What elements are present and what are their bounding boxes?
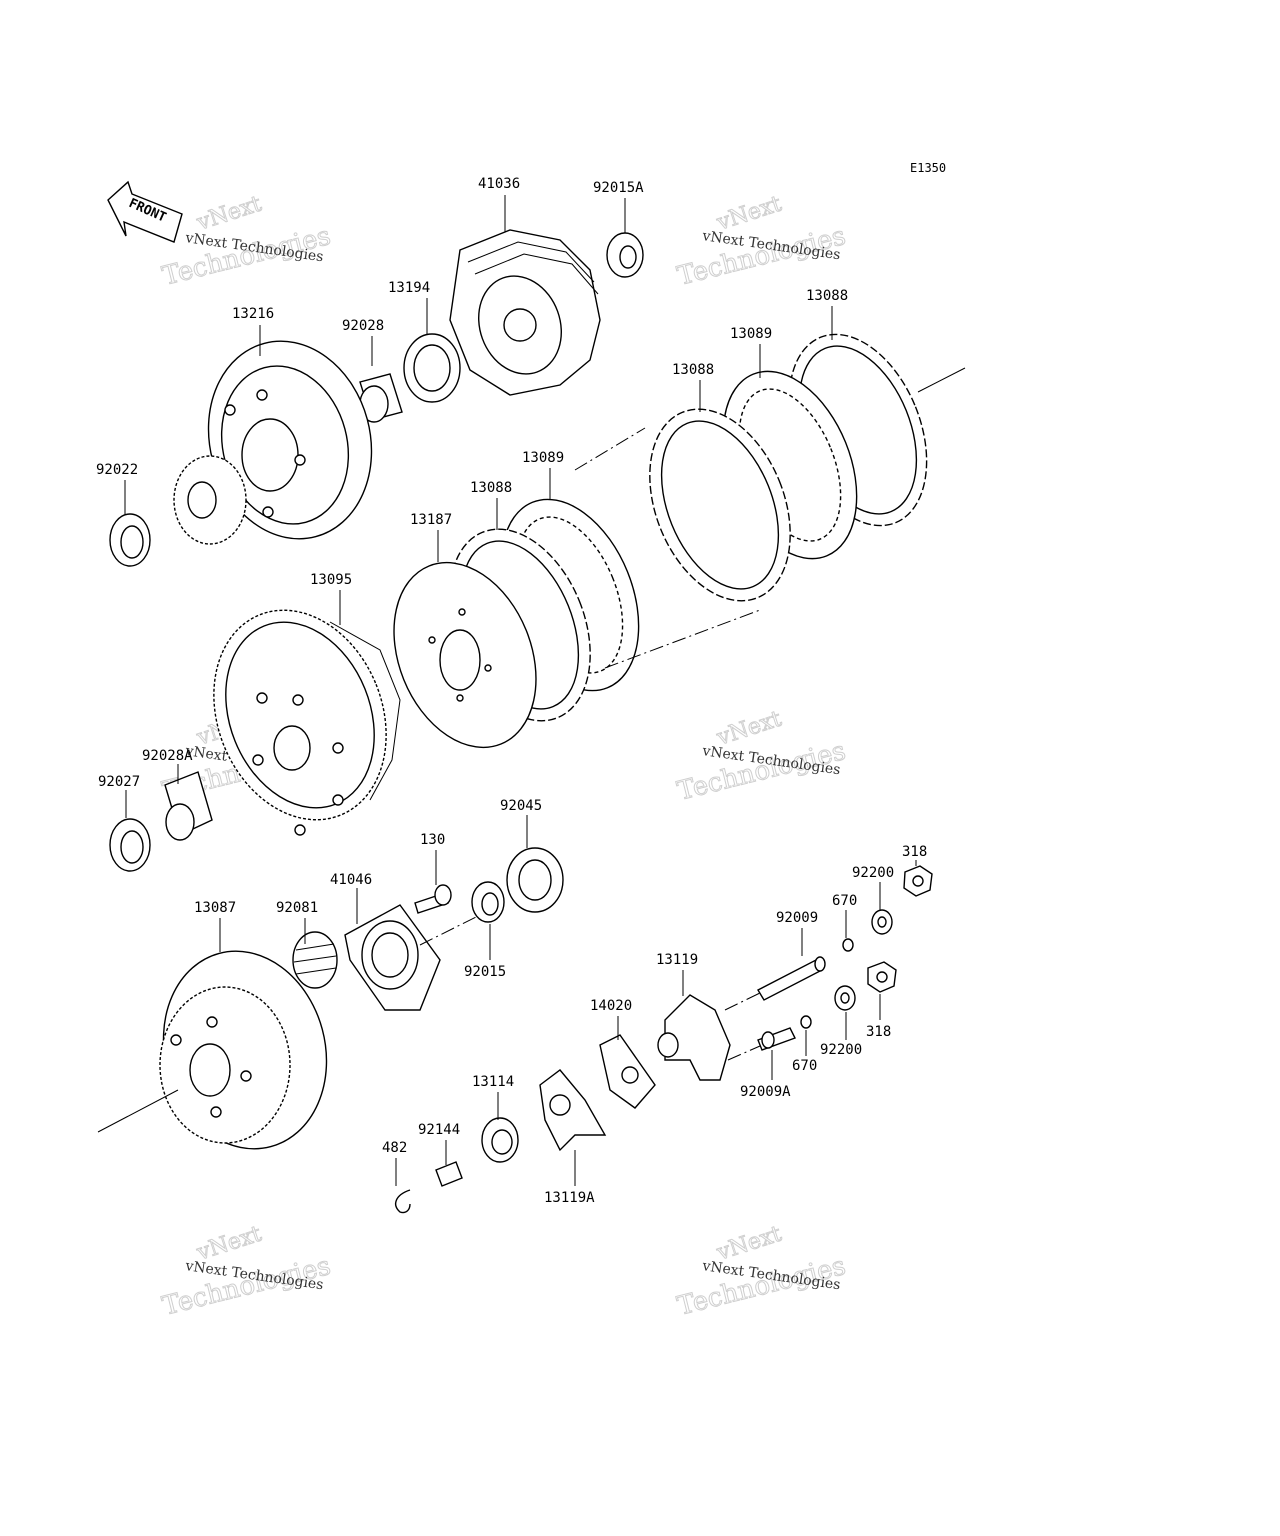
label-41046: 41046 — [330, 872, 372, 888]
part-13087-clutch-hub — [159, 950, 328, 1150]
label-92009: 92009 — [776, 910, 818, 926]
label-13194: 13194 — [388, 280, 430, 296]
label-13187: 13187 — [410, 512, 452, 528]
svg-text:vNext: vNext — [193, 192, 265, 237]
label-13088-low: 13088 — [470, 480, 512, 496]
part-13119-lever — [657, 994, 731, 1081]
label-13087: 13087 — [194, 900, 236, 916]
part-670-oring-low — [800, 1015, 812, 1029]
label-92022: 92022 — [96, 462, 138, 478]
label-92027: 92027 — [98, 774, 140, 790]
svg-text:vNext: vNext — [713, 192, 785, 237]
part-92022-washer — [109, 513, 151, 567]
part-92015A-nut — [606, 232, 644, 278]
part-318-nut-low — [867, 961, 897, 993]
label-13216: 13216 — [232, 306, 274, 322]
label-92144: 92144 — [418, 1122, 460, 1138]
label-92028A: 92028A — [142, 748, 193, 764]
part-92081-spring — [292, 931, 338, 989]
part-482-circlip — [394, 1189, 411, 1214]
label-13089-top: 13089 — [730, 326, 772, 342]
label-13114: 13114 — [472, 1074, 514, 1090]
label-13119: 13119 — [656, 952, 698, 968]
watermark-top-left: vNext Technologies vNext Technologies — [159, 191, 334, 292]
watermark-bottom-right: vNext Technologies vNext Technologies — [674, 1221, 849, 1322]
part-92009-stud — [757, 956, 826, 1001]
part-92028-bushing — [359, 373, 403, 423]
front-arrow-icon: FRONT — [107, 180, 183, 243]
label-92009A: 92009A — [740, 1084, 791, 1100]
label-92028: 92028 — [342, 318, 384, 334]
svg-text:vNext: vNext — [193, 1222, 265, 1267]
diagram-code: E1350 — [910, 161, 946, 175]
label-130: 130 — [420, 832, 445, 848]
watermark-mid-right: vNext Technologies vNext Technologies — [674, 706, 849, 807]
part-14020-plate — [599, 1034, 656, 1109]
leader-lines — [97, 195, 966, 1186]
part-92045-bearing — [506, 847, 564, 913]
part-13095-clutch-housing — [213, 609, 401, 836]
label-13088-mid: 13088 — [672, 362, 714, 378]
label-92015: 92015 — [464, 964, 506, 980]
label-13095: 13095 — [310, 572, 352, 588]
part-13194-oneway-clutch — [403, 333, 461, 403]
part-92015-nut — [471, 881, 505, 923]
label-13089-mid: 13089 — [522, 450, 564, 466]
part-318-nut-top — [903, 865, 933, 897]
part-92144-spring — [435, 1161, 463, 1187]
part-670-oring-top — [842, 938, 854, 952]
label-13119A: 13119A — [544, 1190, 595, 1206]
label-670-top: 670 — [832, 893, 857, 909]
part-13114-bushing — [481, 1117, 519, 1163]
part-13216-clutch-drum — [173, 340, 373, 545]
part-92200-washer-low — [834, 985, 856, 1011]
svg-text:vNext: vNext — [713, 707, 785, 752]
part-13088-friction-mid — [649, 408, 791, 602]
part-41046-lifter — [344, 904, 441, 1011]
part-92200-washer-top — [871, 909, 893, 935]
label-670-low: 670 — [792, 1058, 817, 1074]
label-13088-top: 13088 — [806, 288, 848, 304]
label-41036: 41036 — [478, 176, 520, 192]
label-92015A: 92015A — [593, 180, 644, 196]
part-41036-shoe-assembly — [449, 229, 601, 396]
label-92045: 92045 — [500, 798, 542, 814]
part-130-bolt — [414, 884, 452, 914]
part-92009A-stud — [757, 1027, 796, 1051]
part-92027-washer — [109, 818, 151, 872]
label-92200-top: 92200 — [852, 865, 894, 881]
label-318-low: 318 — [866, 1024, 891, 1040]
watermark-bottom-left: vNext Technologies vNext Technologies — [159, 1221, 334, 1322]
label-14020: 14020 — [590, 998, 632, 1014]
part-labels: 41036 92015A 13194 92028 13216 13088 130… — [96, 176, 927, 1206]
watermark-top-right: vNext Technologies vNext Technologies — [674, 191, 849, 292]
part-13187-pressure-plate — [393, 561, 537, 749]
part-13119A-lever — [539, 1069, 607, 1152]
label-92081: 92081 — [276, 900, 318, 916]
label-92200-low: 92200 — [820, 1042, 862, 1058]
label-482: 482 — [382, 1140, 407, 1156]
svg-text:vNext: vNext — [713, 1222, 785, 1267]
part-92028A-bushing — [164, 771, 213, 841]
label-318-top: 318 — [902, 844, 927, 860]
